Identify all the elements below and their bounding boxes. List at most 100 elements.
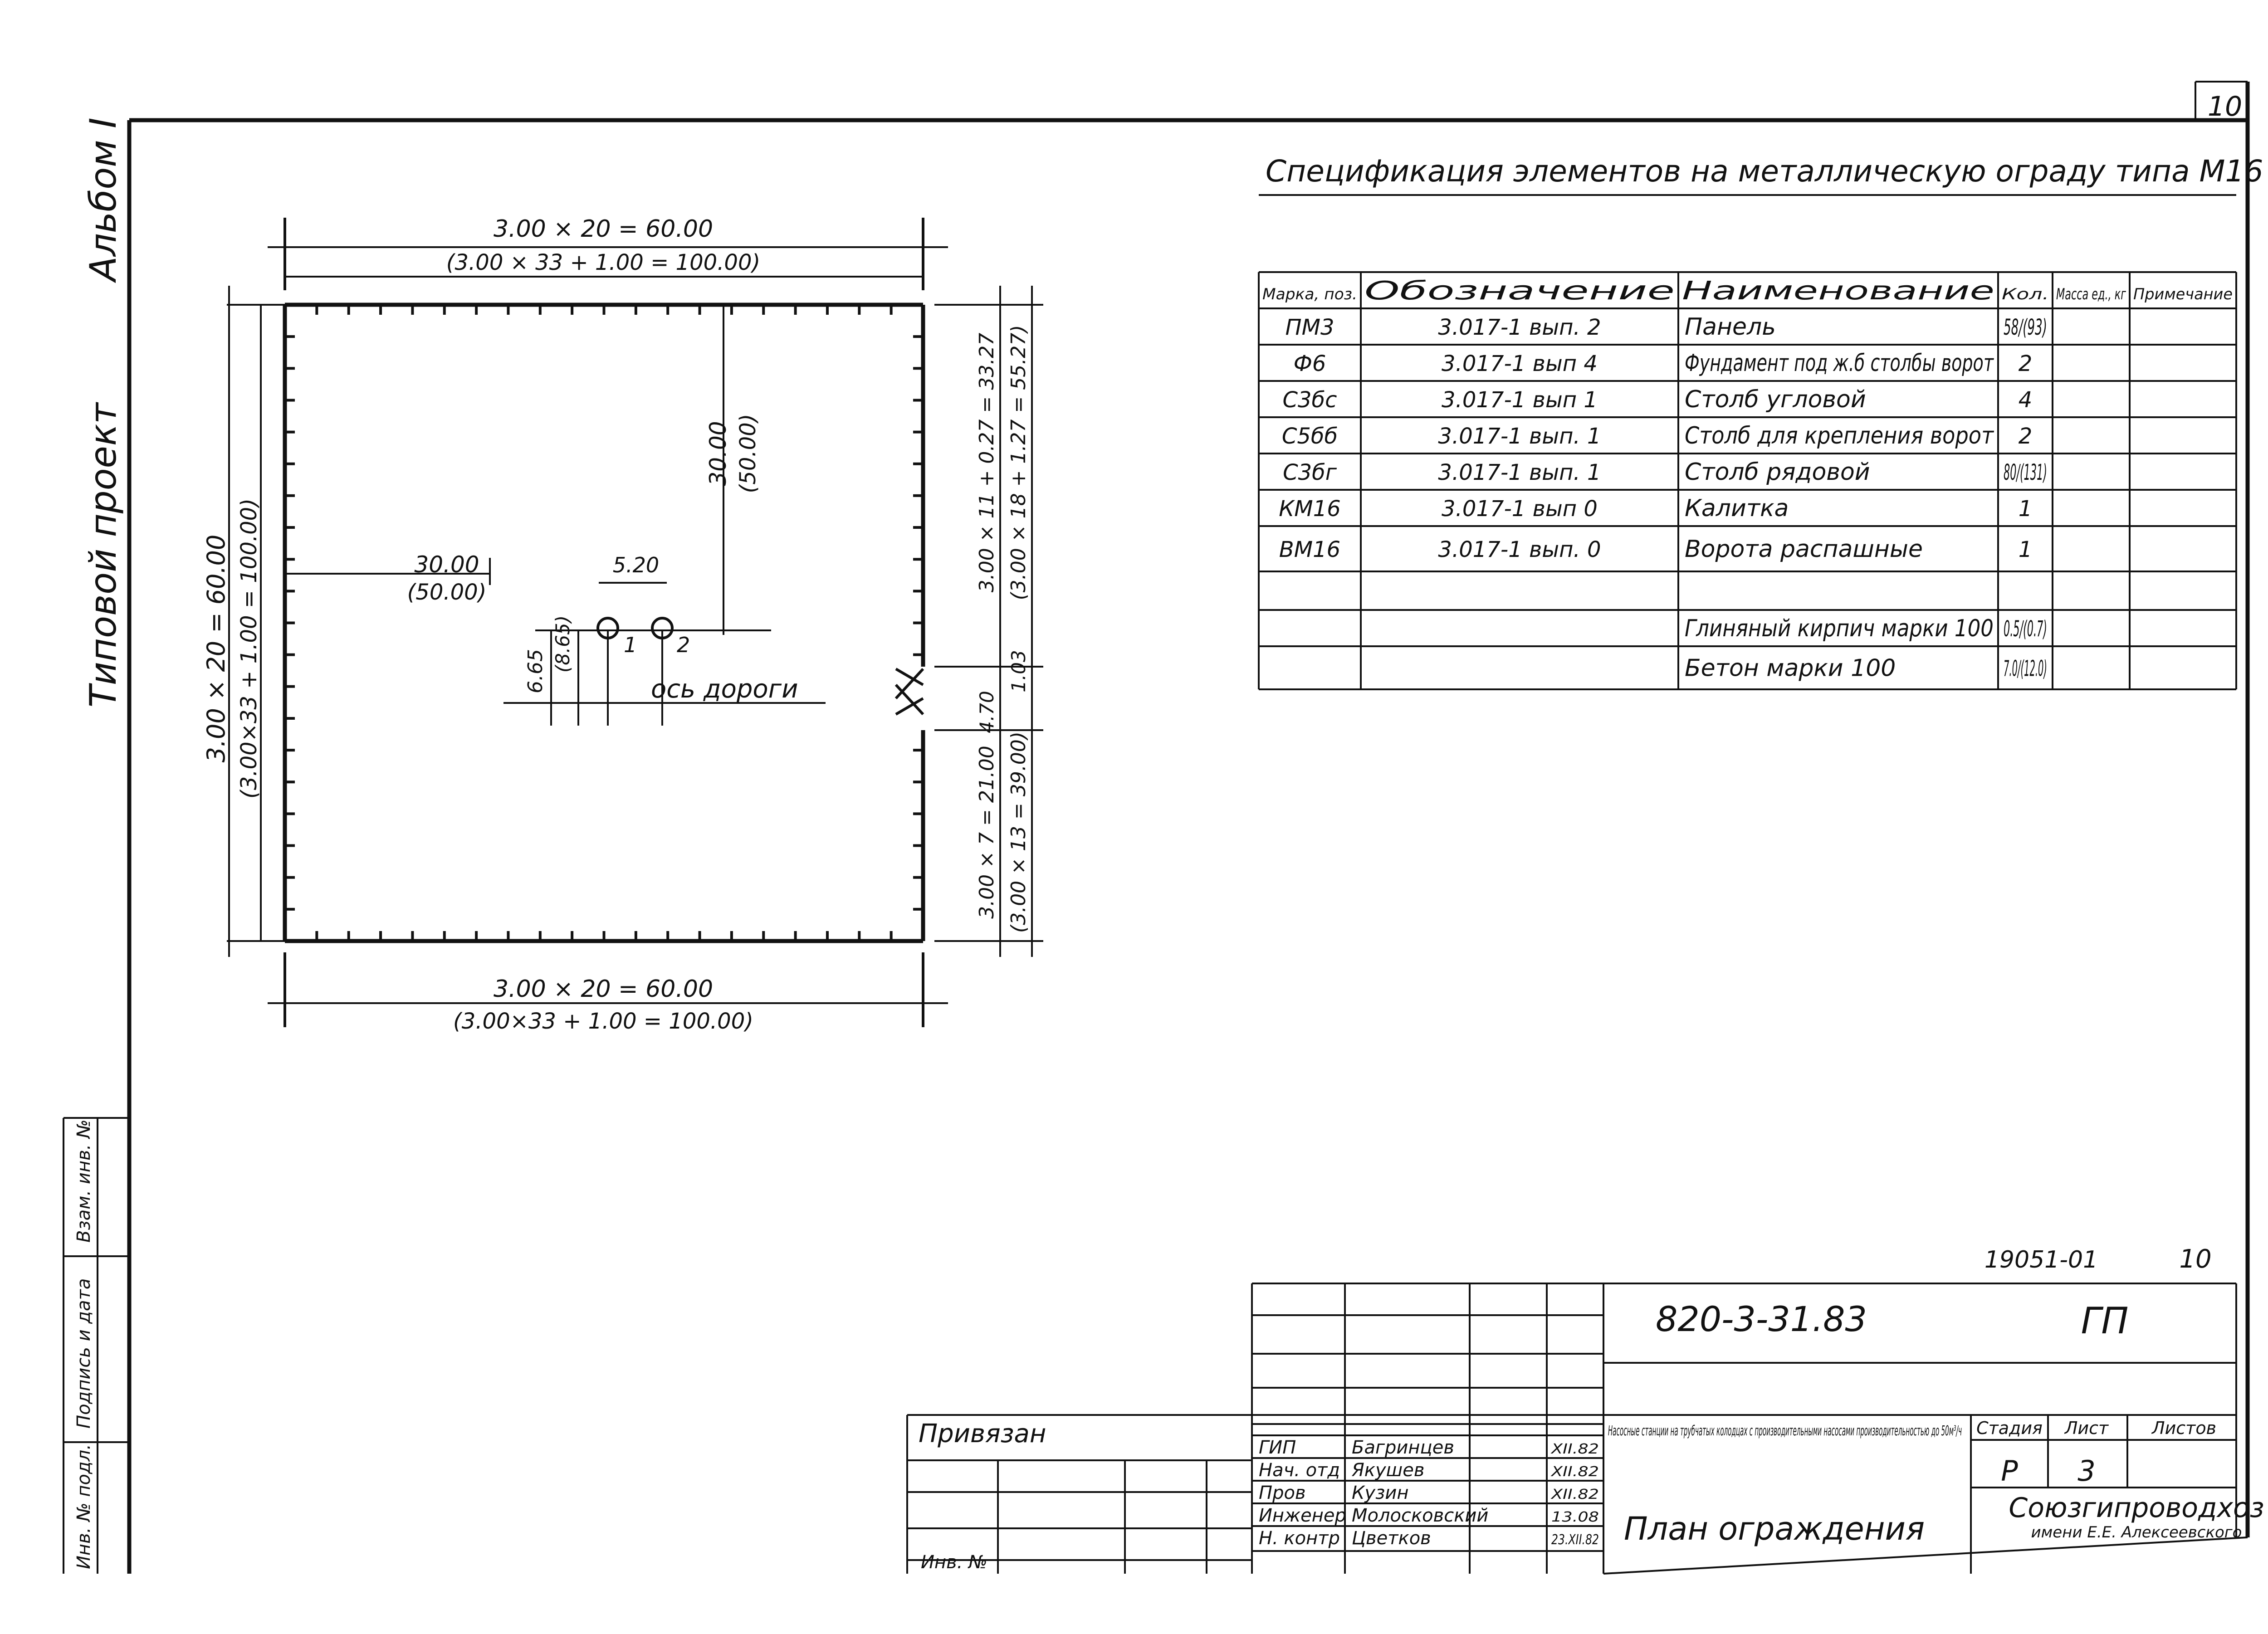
spec-header-cell: Наименование xyxy=(1682,276,1994,306)
plan-point-1: 1 xyxy=(624,633,637,657)
titleblock-role: Н. контр xyxy=(1259,1528,1340,1549)
titleblock-role: Пров xyxy=(1259,1483,1306,1503)
plan-dim-right-bot: 3.00 × 7 = 21.00 xyxy=(975,746,998,919)
plan-dim-top-alt: (3.00 × 33 + 1.00 = 100.00) xyxy=(446,250,760,275)
spec-cell: С3бг xyxy=(1283,460,1337,485)
spec-cell: Глиняный кирпич марки 100 xyxy=(1685,615,1994,642)
titleblock-sheet-name: План ограждения xyxy=(1624,1510,1925,1547)
titleblock-role: Инженер xyxy=(1259,1505,1346,1526)
plan-dim-665: 6.65 xyxy=(524,649,547,693)
plan-road-axis: ось дороги xyxy=(651,674,798,704)
titleblock-name: Цветков xyxy=(1352,1528,1431,1549)
spec-cell: Ф6 xyxy=(1294,351,1326,376)
titleblock-stage-label: Стадия xyxy=(1976,1418,2043,1438)
plan-dim-right-top: 3.00 × 11 + 0.27 = 33.27 xyxy=(975,333,998,592)
plan-dim-inner-h-alt: (50.00) xyxy=(407,580,487,605)
side-stamp-inv: Инв. № подл. xyxy=(73,1444,94,1569)
spec-cell: 3.017-1 вып 1 xyxy=(1442,387,1598,413)
spec-cell: С5бб xyxy=(1282,424,1338,449)
drawing-line xyxy=(894,683,924,716)
spec-cell: 3.017-1 вып. 2 xyxy=(1438,315,1601,340)
titleblock-sheet-label: Лист xyxy=(2064,1418,2109,1438)
titleblock-date: XII.82 xyxy=(1550,1464,1599,1480)
plan-dim-665-alt: (8.65) xyxy=(552,615,574,673)
titleblock-role: ГИП xyxy=(1259,1437,1296,1458)
line-work xyxy=(63,81,2250,1575)
titleblock-date: XII.82 xyxy=(1550,1441,1599,1457)
spec-cell: Фундамент под ж.б столбы ворот xyxy=(1685,350,1994,377)
plan-dim-520: 5.20 xyxy=(613,553,659,577)
titleblock-date: 13.08 xyxy=(1551,1509,1599,1525)
titleblock-code-top-num: 10 xyxy=(2179,1244,2211,1274)
titleblock-inv: Инв. № xyxy=(921,1552,987,1573)
spec-cell: Ворота распашные xyxy=(1685,536,1923,563)
titleblock-stage: Р xyxy=(2001,1454,2018,1488)
plan-dim-103: 1.03 xyxy=(1007,650,1030,693)
plan-dim-top: 3.00 × 20 = 60.00 xyxy=(494,215,713,243)
titleblock-name: Якушев xyxy=(1351,1460,1424,1481)
spec-cell: Столб угловой xyxy=(1685,386,1866,413)
spec-header-cell: Обозначение xyxy=(1364,276,1675,306)
spec-header-cell: Марка, поз. xyxy=(1262,285,1357,303)
drawing-line xyxy=(895,668,924,686)
side-album-label: Альбом I xyxy=(82,117,124,283)
titleblock-sheet: 3 xyxy=(2077,1454,2095,1488)
titleblock-org-sub: имени Е.Е. Алексеевского xyxy=(2031,1523,2242,1541)
spec-cell: 3.017-1 вып. 0 xyxy=(1438,537,1601,562)
spec-cell: Панель xyxy=(1685,313,1776,341)
titleblock-name: Багринцев xyxy=(1352,1437,1454,1458)
spec-cell: Столб рядовой xyxy=(1685,458,1870,486)
titleblock-privyazan: Привязан xyxy=(919,1419,1046,1449)
survey-point-marker xyxy=(651,617,674,639)
spec-cell: 3.017-1 вып. 1 xyxy=(1438,460,1601,485)
spec-cell: 80/(131) xyxy=(2004,460,2047,485)
plan-dim-left-alt: (3.00×33 + 1.00 = 100.00) xyxy=(236,498,262,799)
spec-cell: 0.5/(0.7) xyxy=(2004,616,2047,642)
titleblock-name: Молосковский xyxy=(1352,1505,1488,1526)
spec-cell: ПМ3 xyxy=(1285,315,1334,340)
spec-cell: ВМ16 xyxy=(1279,537,1340,562)
spec-cell: 1 xyxy=(2019,496,2033,522)
drawing-line xyxy=(1603,1536,2248,1575)
spec-cell: 1 xyxy=(2019,537,2033,562)
plan-dim-right-bot-alt: (3.00 × 13 = 39.00) xyxy=(1007,732,1030,933)
side-project-label: Типовой проект xyxy=(82,402,124,707)
spec-header-cell: Кол. xyxy=(2002,285,2049,303)
plan-dim-left: 3.00 × 20 = 60.00 xyxy=(202,535,230,763)
side-stamp-sign: Подпись и дата xyxy=(73,1278,94,1429)
spec-cell: 2 xyxy=(2019,424,2033,449)
titleblock-code-top: 19051-01 xyxy=(1984,1246,2098,1273)
drawing-line xyxy=(895,697,924,716)
spec-cell: 58/(93) xyxy=(2004,315,2047,340)
plan-dim-inner-v: 30.00 xyxy=(705,421,731,486)
plan-dim-bottom: 3.00 × 20 = 60.00 xyxy=(494,976,713,1003)
drawing-line xyxy=(894,668,924,700)
spec-cell: 3.017-1 вып 4 xyxy=(1442,351,1598,376)
spec-title: Спецификация элементов на металлическую … xyxy=(1266,154,2263,189)
spec-cell: 7.0/(12.0) xyxy=(2004,656,2047,682)
spec-header-cell: Примечание xyxy=(2133,285,2233,303)
titleblock-date: XII.82 xyxy=(1550,1487,1599,1502)
plan-dim-470: 4.70 xyxy=(976,691,998,733)
titleblock-doc-code: 820-3-31.83 xyxy=(1656,1299,1867,1339)
spec-cell: Калитка xyxy=(1685,495,1789,522)
spec-cell: Столб для крепления ворот xyxy=(1685,422,1994,449)
plan-dim-inner-h: 30.00 xyxy=(414,551,479,578)
titleblock-name: Кузин xyxy=(1352,1483,1409,1503)
plan-dim-right-top-alt: (3.00 × 18 + 1.27 = 55.27) xyxy=(1007,325,1030,600)
spec-cell: С3бс xyxy=(1282,387,1337,413)
titleblock-project-name: Насосные станции на трубчатых колодцах с… xyxy=(1608,1423,1962,1439)
titleblock-mark: ГП xyxy=(2081,1300,2129,1342)
plan-dim-bottom-alt: (3.00×33 + 1.00 = 100.00) xyxy=(453,1009,753,1034)
titleblock-role: Нач. отд xyxy=(1259,1460,1340,1481)
spec-cell: КМ16 xyxy=(1279,496,1341,522)
sheet-corner-number: 10 xyxy=(2208,91,2242,122)
side-stamp-replace: Взам. инв. № xyxy=(73,1119,94,1243)
spec-cell: 2 xyxy=(2019,351,2033,376)
spec-cell: Бетон марки 100 xyxy=(1685,655,1896,682)
spec-cell: 3.017-1 вып 0 xyxy=(1442,496,1598,522)
titleblock-date: 23.XII.82 xyxy=(1551,1532,1599,1548)
